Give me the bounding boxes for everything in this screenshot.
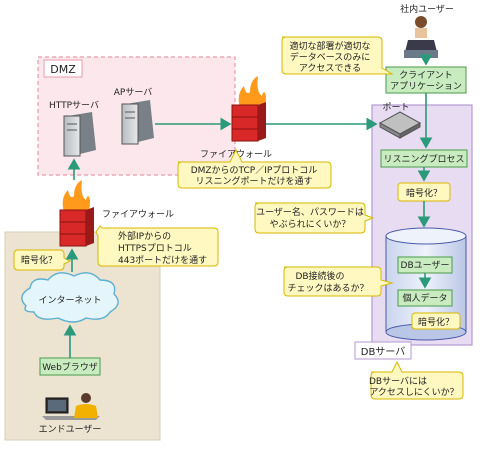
http-server-label: HTTPサーバ bbox=[49, 100, 99, 111]
svg-text:DBユーザー: DBユーザー bbox=[401, 260, 450, 271]
svg-text:ユーザー名、パスワードは: ユーザー名、パスワードは bbox=[256, 206, 364, 218]
port-icon bbox=[378, 111, 422, 139]
svg-text:DBサーバ: DBサーバ bbox=[361, 346, 405, 358]
callout-encrypt-left: 暗号化？ bbox=[13, 249, 72, 271]
internet-cloud: インターネット bbox=[21, 272, 119, 323]
callout-dmz-tcp: DMZからのTCP／IPプロトコル リスニングポートだけを通す bbox=[177, 148, 332, 189]
callout-encrypt-db: 暗号化？ bbox=[411, 312, 461, 330]
svg-text:データベースのみに: データベースのみに bbox=[290, 51, 371, 63]
svg-text:インターネット: インターネット bbox=[38, 295, 101, 306]
internal-user-icon bbox=[404, 16, 438, 58]
db-server-label: DBサーバ bbox=[354, 341, 412, 360]
svg-text:個人データ: 個人データ bbox=[402, 292, 447, 304]
callout-dept-access: 適切な部署が適切な データベースのみに アクセスできる bbox=[281, 36, 394, 75]
callout-external-ip: 外部IPからの HTTPSプロトコル 443ポートだけを通す bbox=[95, 225, 219, 267]
svg-text:暗号化？: 暗号化？ bbox=[418, 316, 454, 328]
db-user-box: DBユーザー bbox=[397, 256, 453, 274]
flow-arrows bbox=[63, 54, 433, 358]
dmz-label: DMZ bbox=[43, 59, 83, 78]
svg-text:暗号化？: 暗号化？ bbox=[406, 187, 442, 199]
firewall-top-icon bbox=[231, 76, 266, 142]
internal-user-label: 社内ユーザー bbox=[400, 3, 454, 15]
client-app-box: クライアント アプリケーション bbox=[385, 66, 467, 94]
svg-text:アプリケーション: アプリケーション bbox=[390, 81, 462, 92]
svg-text:リスニングポートだけを通す: リスニングポートだけを通す bbox=[195, 175, 312, 187]
svg-text:クライアント: クライアント bbox=[399, 70, 453, 81]
callout-password: ユーザー名、パスワードは やぶられにくいか？ bbox=[254, 202, 375, 234]
web-browser-box: Webブラウザ bbox=[39, 357, 101, 376]
svg-text:HTTPSプロトコル: HTTPSプロトコル bbox=[118, 243, 192, 254]
svg-text:アクセスできる: アクセスできる bbox=[299, 63, 361, 74]
svg-text:DMZ: DMZ bbox=[50, 63, 76, 76]
end-user-label: エンドユーザー bbox=[39, 424, 102, 435]
ap-server-icon bbox=[121, 100, 154, 145]
port-label: ポート bbox=[382, 102, 409, 113]
svg-text:DBサーバには: DBサーバには bbox=[369, 376, 427, 387]
svg-text:443ポートだけを通す: 443ポートだけを通す bbox=[118, 255, 207, 266]
ap-server-label: APサーバ bbox=[114, 87, 153, 98]
svg-text:チェックはあるか？: チェックはあるか？ bbox=[287, 283, 368, 294]
http-server-icon bbox=[63, 112, 96, 157]
listening-process-box: リスニングプロセス bbox=[380, 149, 468, 168]
svg-text:リスニングプロセス: リスニングプロセス bbox=[383, 153, 464, 165]
callout-db-access: DBサーバには アクセスしにくいか？ bbox=[369, 360, 464, 400]
personal-data-box: 個人データ bbox=[397, 289, 453, 307]
svg-text:やぶられにくいか？: やぶられにくいか？ bbox=[270, 219, 351, 230]
svg-text:DB接続後の: DB接続後の bbox=[295, 270, 344, 282]
callout-encrypt-right: 暗号化？ bbox=[397, 182, 451, 202]
callout-db-check: DB接続後の チェックはあるか？ bbox=[283, 266, 394, 297]
svg-text:アクセスしにくいか？: アクセスしにくいか？ bbox=[369, 387, 458, 398]
svg-text:適切な部署が適切な: 適切な部署が適切な bbox=[289, 40, 370, 52]
firewall-left-label: ファイアウォール bbox=[102, 209, 174, 220]
svg-text:外部IPからの: 外部IPからの bbox=[118, 230, 171, 242]
svg-text:暗号化？: 暗号化？ bbox=[21, 254, 57, 266]
svg-text:DMZからのTCP／IPプロトコル: DMZからのTCP／IPプロトコル bbox=[191, 165, 318, 176]
firewall-left-icon bbox=[59, 180, 94, 247]
end-user-icon bbox=[42, 393, 100, 420]
svg-text:Webブラウザ: Webブラウザ bbox=[42, 361, 98, 373]
